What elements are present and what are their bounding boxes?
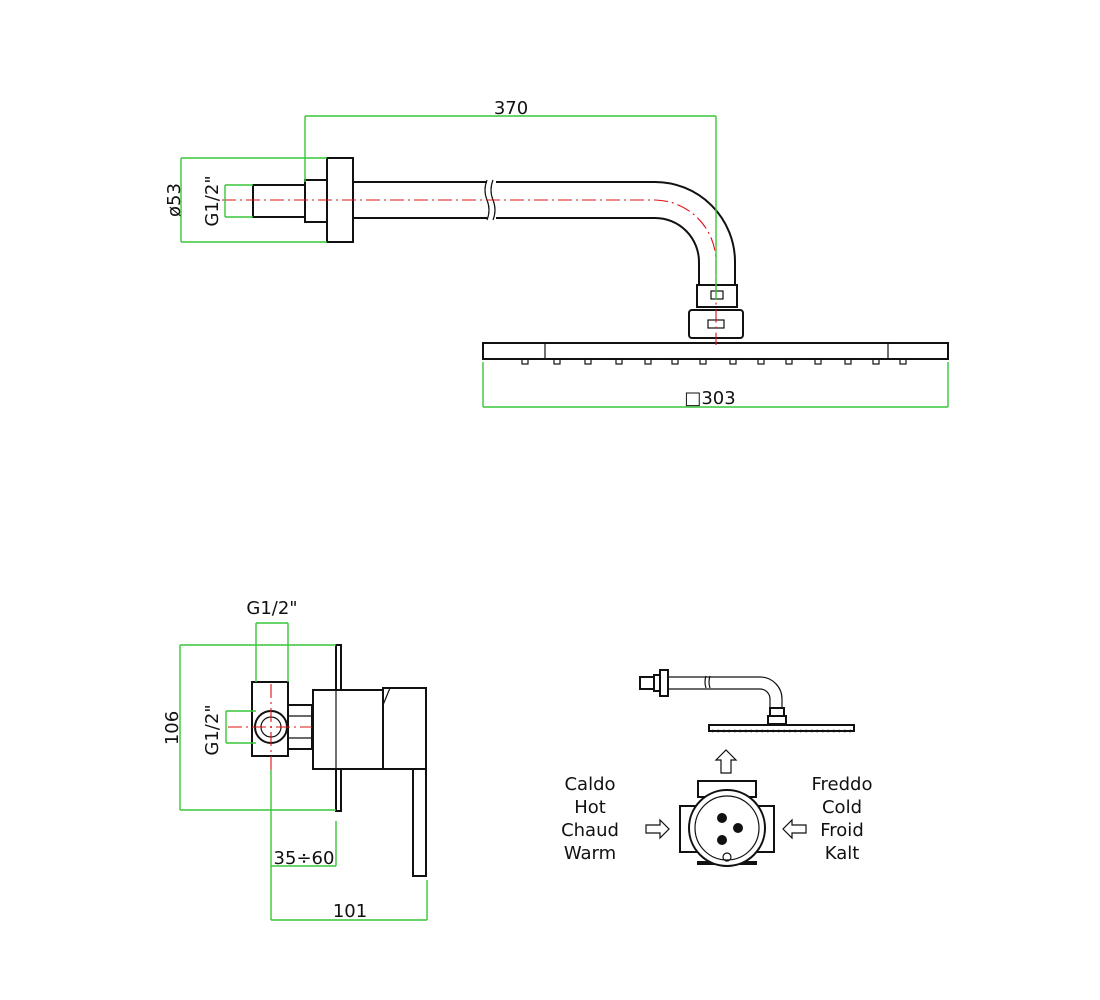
mixer-dimensions: G1/2" 106 G1/2" 35÷60 101	[162, 598, 428, 922]
mini-thread	[639, 676, 655, 690]
dim-370-lines	[304, 115, 717, 300]
hot-label-en: Hot	[574, 797, 606, 818]
dim-top-thread-label: G1/2"	[246, 598, 297, 619]
schema-drawing: Caldo Hot Chaud Warm Freddo Cold Froid K…	[561, 669, 873, 867]
arm-tube-right	[496, 181, 655, 219]
arm-elbow	[654, 181, 736, 288]
mini-arm-tube	[668, 676, 783, 708]
mixer-stem-lines	[288, 715, 312, 739]
arm-tube-left	[353, 181, 487, 219]
mini-connector	[769, 707, 785, 717]
dim-flange-label: ø53	[164, 183, 185, 217]
cold-label-en: Cold	[822, 797, 862, 818]
shower-head-plate	[482, 342, 949, 360]
dim-35-60-label: 35÷60	[274, 848, 335, 869]
dim-side-thread-lines	[225, 710, 256, 744]
mixer-centerlines	[228, 684, 312, 770]
dim-370-label: 370	[494, 98, 528, 119]
dim-303-label: □303	[684, 388, 735, 409]
dim-side-thread-label: G1/2"	[202, 704, 223, 755]
schema-mixer-disc	[688, 789, 766, 867]
dim-101-lines	[271, 880, 428, 921]
mixer-lever-head	[382, 687, 427, 770]
arm-nut	[304, 179, 328, 223]
arm-thread-nipple	[252, 184, 306, 218]
dim-thread-lines	[224, 184, 253, 218]
arm-connector	[696, 284, 738, 308]
arm-centerline	[222, 199, 717, 345]
cold-label-fr: Froid	[820, 820, 864, 841]
hot-label-de: Warm	[564, 843, 616, 864]
dim-flange-lines	[180, 157, 327, 243]
mini-flange	[659, 669, 669, 697]
hot-label-it: Caldo	[564, 774, 615, 795]
schema-port-3	[717, 835, 727, 845]
dim-thread-label: G1/2"	[202, 175, 223, 226]
mixer-lever-chamfer	[382, 687, 391, 706]
dim-top-thread-lines	[255, 622, 289, 682]
dim-106-label: 106	[162, 711, 183, 745]
mixer-front-body	[312, 689, 384, 770]
schema-port-1	[717, 813, 727, 823]
schema-mixer-inner-ring	[694, 795, 760, 861]
hot-label-fr: Chaud	[561, 820, 619, 841]
mini-shower-head	[708, 724, 855, 732]
shower-arm-drawing	[222, 157, 949, 365]
shower-arm-dimensions: 370 ø53 G1/2" □303	[164, 98, 949, 409]
cold-label-it: Freddo	[812, 774, 873, 795]
mixer-drawing	[228, 644, 427, 877]
dim-101-label: 101	[333, 901, 367, 922]
hot-inlet-arrow	[645, 818, 670, 840]
mixer-lever-handle	[412, 768, 427, 877]
connector-slot	[710, 290, 724, 300]
schema-port-2	[733, 823, 743, 833]
mini-arm-break	[704, 675, 711, 689]
cold-label-de: Kalt	[825, 843, 860, 864]
shower-head-segments	[544, 343, 889, 359]
mini-ball-joint	[767, 715, 787, 725]
cold-inlet-arrow	[782, 818, 807, 840]
schema-port-bottom	[722, 852, 732, 862]
shower-nozzles	[521, 358, 907, 365]
outlet-arrow-up	[714, 749, 738, 774]
dim-35-60-lines	[270, 770, 337, 920]
dim-303-lines	[482, 362, 949, 408]
dim-106-lines	[179, 644, 336, 811]
